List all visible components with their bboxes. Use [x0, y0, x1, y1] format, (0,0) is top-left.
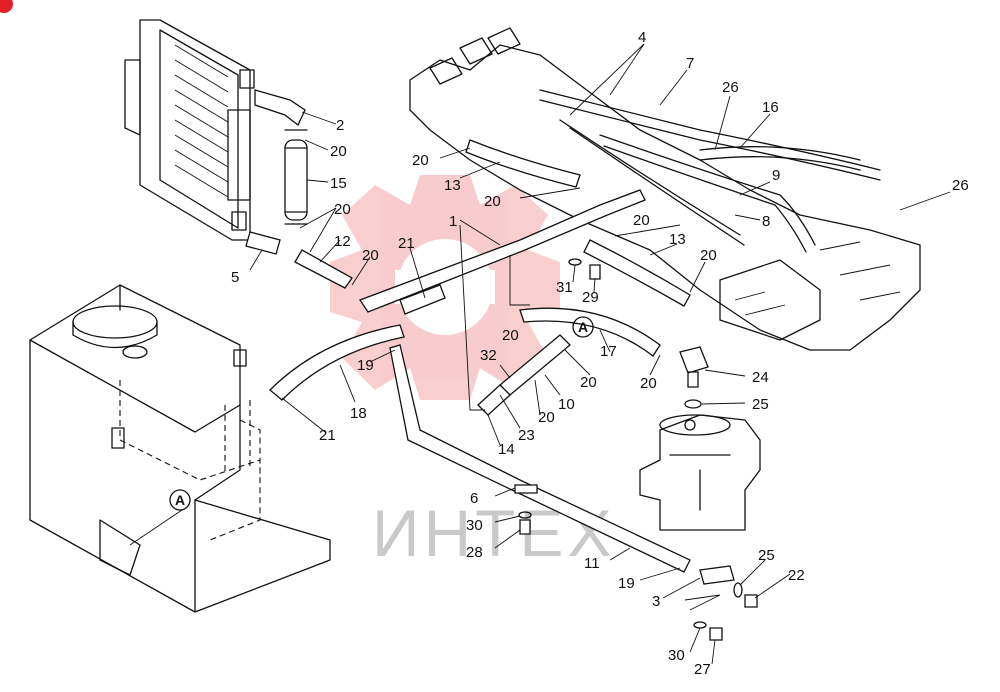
- callout-8: 8: [762, 213, 770, 230]
- corner-mark: [0, 0, 13, 13]
- callout-6: 6: [470, 490, 478, 507]
- callout-30-a: 30: [466, 517, 483, 534]
- callout-5: 5: [231, 269, 239, 286]
- callout-20-e: 20: [484, 193, 501, 210]
- callout-25-b: 25: [758, 547, 775, 564]
- leader-lines: [129, 43, 951, 665]
- callout-23: 23: [518, 427, 535, 444]
- callout-29: 29: [582, 289, 599, 306]
- callout-20-i: 20: [640, 375, 657, 392]
- control-valve-block: [409, 27, 921, 351]
- callout-13-a: 13: [444, 177, 461, 194]
- callout-20-a: 20: [330, 143, 347, 160]
- callout-11: 11: [584, 555, 600, 572]
- callout-3: 3: [652, 593, 660, 610]
- callout-31: 31: [556, 279, 573, 296]
- callout-13-b: 13: [669, 231, 686, 248]
- callout-4: 4: [638, 29, 646, 46]
- callout-22: 22: [788, 567, 805, 584]
- callout-32: 32: [480, 347, 497, 364]
- hydraulic-tank: [29, 284, 331, 613]
- detail-a-marker-top: [572, 316, 594, 338]
- callout-7: 7: [686, 55, 694, 72]
- callout-20-j: 20: [580, 374, 597, 391]
- callout-20-g: 20: [700, 247, 717, 264]
- callout-20-c: 20: [362, 247, 379, 264]
- hydraulic-pump: [639, 414, 761, 531]
- callout-20-f: 20: [633, 212, 650, 229]
- part-callouts: 2 20 15 20 12 20 5 21 1 20 13 20 4 7 26 …: [169, 29, 969, 678]
- callout-24: 24: [752, 369, 769, 386]
- callout-28: 28: [466, 544, 483, 561]
- callout-14: 14: [498, 441, 515, 458]
- callout-15: 15: [330, 175, 347, 192]
- oil-cooler: [124, 19, 255, 241]
- callout-27: 27: [694, 661, 711, 678]
- detail-a-label-tank: A: [175, 492, 185, 508]
- detail-a-marker-tank: [169, 489, 191, 511]
- callout-17: 17: [600, 343, 617, 360]
- detail-a-label-top: A: [578, 319, 588, 335]
- callout-21-a: 21: [398, 235, 415, 252]
- callout-16: 16: [762, 99, 779, 116]
- callout-26-a: 26: [722, 79, 739, 96]
- callout-18: 18: [350, 405, 367, 422]
- callout-20-h: 20: [502, 327, 519, 344]
- callout-25-a: 25: [752, 396, 769, 413]
- callout-21-b: 21: [319, 427, 336, 444]
- callout-20-b: 20: [334, 201, 351, 218]
- callout-30-b: 30: [668, 647, 685, 664]
- callout-20-k: 20: [538, 409, 555, 426]
- callout-20-d: 20: [412, 152, 429, 169]
- callout-19-a: 19: [357, 357, 374, 374]
- callout-2: 2: [336, 117, 344, 134]
- callout-10: 10: [558, 396, 575, 413]
- callout-9: 9: [772, 167, 780, 184]
- callout-12: 12: [334, 233, 351, 250]
- callout-26-b: 26: [952, 177, 969, 194]
- callout-19-b: 19: [618, 575, 635, 592]
- callout-1: 1: [449, 213, 457, 230]
